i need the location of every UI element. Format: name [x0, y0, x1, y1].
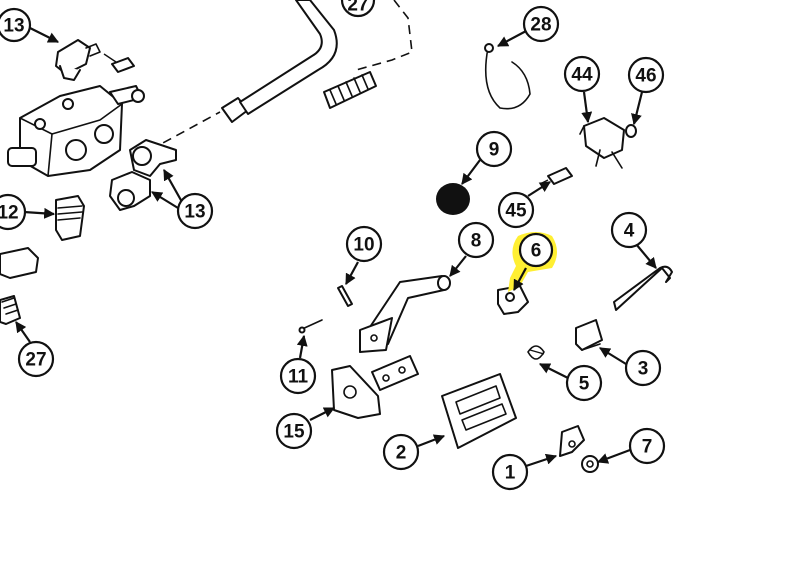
- spring-clip-5: [527, 345, 545, 360]
- nut-small: [625, 124, 637, 138]
- clip-1: [559, 425, 585, 457]
- svg-text:15: 15: [283, 422, 305, 443]
- callout-4: 4: [610, 211, 657, 269]
- callout-3: 3: [599, 347, 662, 387]
- screw-small-top: [103, 53, 135, 73]
- svg-text:7: 7: [642, 437, 653, 458]
- svg-text:1: 1: [505, 463, 516, 484]
- svg-text:46: 46: [635, 66, 656, 87]
- adapter-fitting: [55, 195, 85, 241]
- switch-bracket: [579, 117, 625, 169]
- hydraulic-tube: [239, 0, 338, 115]
- svg-text:6: 6: [531, 241, 542, 262]
- svg-text:11: 11: [288, 367, 309, 388]
- screw-45: [539, 167, 573, 185]
- svg-text:13: 13: [184, 202, 205, 223]
- svg-text:4: 4: [624, 221, 635, 242]
- callout-46: 46: [627, 56, 665, 126]
- svg-text:13: 13: [3, 16, 24, 37]
- cable-strap: [484, 43, 531, 110]
- knob-ball: [436, 183, 470, 215]
- pin-10: [337, 285, 353, 307]
- callout-15: 15: [275, 407, 335, 450]
- l-rod: [613, 265, 673, 311]
- callout-7: 7: [596, 427, 666, 465]
- svg-text:28: 28: [530, 15, 551, 36]
- svg-text:27: 27: [347, 0, 368, 16]
- elbow-fitting-upper: [129, 139, 177, 177]
- line-fitting-to-tube: [149, 97, 249, 151]
- bracket-3: [575, 319, 603, 351]
- detent-clip: [497, 285, 529, 315]
- callout-11: 11: [279, 334, 317, 395]
- callout-9: 9: [461, 130, 513, 185]
- callout-45: 45: [497, 181, 551, 229]
- hose-left: [0, 247, 39, 325]
- elbow-fitting-lower: [109, 171, 151, 211]
- callout-5: 5: [539, 363, 603, 402]
- spring-top: [323, 71, 377, 109]
- svg-text:10: 10: [353, 235, 374, 256]
- callout-6-highlighted: 6: [508, 232, 557, 292]
- callout-8: 8: [449, 221, 495, 277]
- callout-27-bottom: 27: [15, 321, 55, 378]
- svg-text:12: 12: [0, 203, 19, 224]
- callout-1: 1: [491, 453, 558, 491]
- svg-text:27: 27: [25, 350, 46, 371]
- svg-text:8: 8: [471, 231, 482, 252]
- breather-fitting: [55, 39, 101, 81]
- svg-text:5: 5: [579, 374, 590, 395]
- svg-text:9: 9: [489, 140, 500, 161]
- callout-28: 28: [497, 5, 560, 47]
- callout-10: 10: [345, 225, 383, 285]
- svg-text:2: 2: [396, 443, 407, 464]
- callout-2: 2: [382, 433, 446, 471]
- callout-13-lower: 13: [151, 169, 214, 230]
- callout-13-top: 13: [0, 7, 59, 43]
- shift-plate-2: [441, 373, 517, 449]
- svg-text:3: 3: [638, 359, 649, 380]
- pin-11: [298, 319, 323, 334]
- bolt-7: [581, 455, 599, 473]
- callout-44: 44: [563, 55, 601, 124]
- svg-text:44: 44: [571, 65, 593, 86]
- dashed-line-right: [355, 0, 413, 71]
- shift-lever: [359, 275, 451, 353]
- bracket-plate-15: [331, 355, 419, 419]
- callout-12: 12: [0, 193, 56, 231]
- svg-text:45: 45: [505, 201, 527, 222]
- valve-body-assembly: [7, 85, 145, 177]
- callout-27-top: 27: [340, 0, 376, 18]
